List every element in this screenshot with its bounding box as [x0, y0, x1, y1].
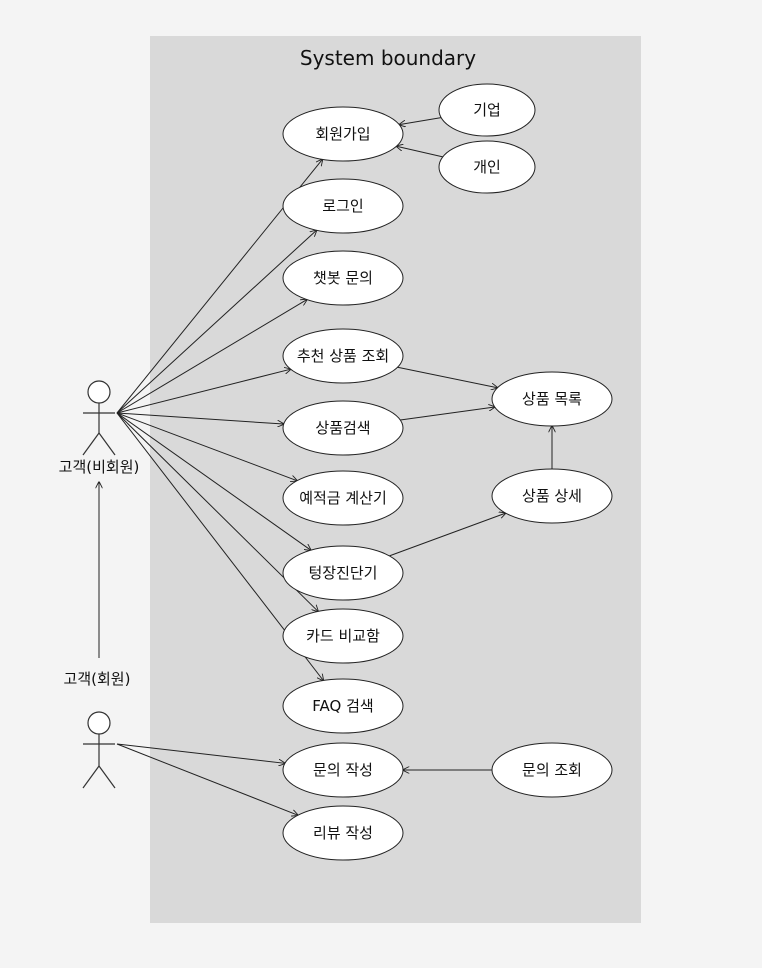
relation-arrow-nonmember-to-login [116, 230, 317, 414]
use-case-ellipse [282, 545, 404, 601]
use-case-ellipse [282, 250, 404, 306]
relation-arrow-member-to-inquiry_write [116, 743, 285, 763]
use-case-ellipse [282, 106, 404, 162]
use-case-product-detail: 상품 상세 [491, 468, 613, 524]
relation-arrow-company-to-signup [399, 117, 442, 125]
use-case-deposit-calc: 예적금 계산기 [282, 470, 404, 526]
use-case-ellipse [282, 678, 404, 734]
use-case-ellipse [282, 608, 404, 664]
relation-arrow-nonmember-to-diagnosis [116, 412, 311, 550]
relation-arrow-diagnosis-to-product_detail [389, 513, 505, 557]
use-case-label: 상품 목록 [522, 390, 582, 408]
use-case-label: 문의 조회 [522, 761, 582, 779]
use-case-review-write: 리뷰 작성 [282, 805, 404, 861]
use-case-label: 예적금 계산기 [299, 489, 387, 507]
use-case-label: 개인 [473, 158, 501, 176]
use-case-ellipse [491, 468, 613, 524]
use-case-recommend: 추천 상품 조회 [282, 328, 404, 384]
use-case-label: FAQ 검색 [312, 697, 373, 715]
relation-arrow-nonmember-to-deposit_calc [116, 412, 297, 481]
use-case-ellipse [491, 371, 613, 427]
use-case-label: 상품검색 [315, 419, 370, 437]
use-case-search: 상품검색 [282, 400, 404, 456]
use-case-ellipse [282, 400, 404, 456]
use-case-company: 기업 [438, 83, 536, 137]
use-case-ellipse [438, 140, 536, 194]
use-case-diagnosis: 텅장진단기 [282, 545, 404, 601]
use-case-label: 상품 상세 [522, 487, 582, 505]
use-case-signup: 회원가입 [282, 106, 404, 162]
use-case-faq: FAQ 검색 [282, 678, 404, 734]
use-case-ellipse [282, 178, 404, 234]
actor-member [82, 711, 116, 789]
use-case-product-list: 상품 목록 [491, 371, 613, 427]
use-case-inquiry-write: 문의 작성 [282, 742, 404, 798]
relation-arrow-nonmember-to-search [116, 412, 284, 424]
system-boundary-title: System boundary [300, 46, 476, 70]
use-case-label: 문의 작성 [313, 761, 373, 779]
relation-arrow-personal-to-signup [396, 146, 443, 158]
relation-arrow-recommend-to-product_list [397, 366, 498, 388]
use-case-chatbot: 챗봇 문의 [282, 250, 404, 306]
use-case-label: 리뷰 작성 [313, 824, 373, 842]
use-case-label: 추천 상품 조회 [297, 347, 389, 365]
relation-arrow-nonmember-to-recommend [116, 369, 291, 414]
use-case-label: 로그인 [322, 197, 363, 215]
use-case-ellipse [282, 742, 404, 798]
use-case-label: 기업 [473, 101, 501, 119]
relation-arrow-member-to-review_write [116, 743, 298, 815]
use-case-ellipse [491, 742, 613, 798]
relation-lines [99, 117, 552, 816]
use-case-ellipse [282, 805, 404, 861]
use-case-label: 챗봇 문의 [313, 269, 373, 287]
use-case-inquiry-view: 문의 조회 [491, 742, 613, 798]
actor-nonmember-label: 고객(비회원) [59, 458, 140, 476]
use-case-personal: 개인 [438, 140, 536, 194]
relation-arrow-search-to-product_list [400, 407, 494, 421]
use-case-ellipse [438, 83, 536, 137]
actor-nonmember [82, 380, 116, 456]
use-case-label: 회원가입 [315, 125, 370, 143]
relation-arrow-nonmember-to-chatbot [116, 300, 307, 414]
actor-member-label: 고객(회원) [64, 670, 131, 688]
use-case-label: 텅장진단기 [308, 564, 377, 582]
use-case-ellipse [282, 328, 404, 384]
use-case-label: 카드 비교함 [306, 627, 380, 645]
use-case-ellipse [282, 470, 404, 526]
use-case-card-compare: 카드 비교함 [282, 608, 404, 664]
use-case-login: 로그인 [282, 178, 404, 234]
